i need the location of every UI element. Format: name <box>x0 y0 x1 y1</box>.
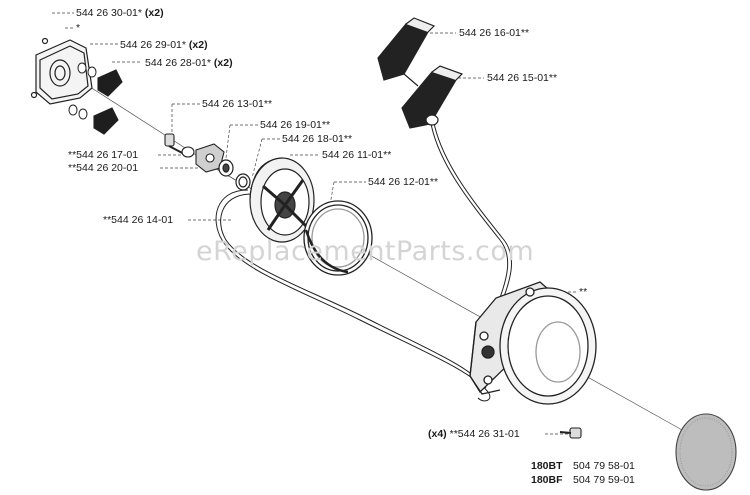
label-544-26-20-01: **544 26 20-01 <box>68 162 139 174</box>
spring-parts <box>218 159 251 191</box>
label-housing: ** <box>579 286 588 298</box>
label-544-26-18-01: 544 26 18-01** <box>282 133 353 145</box>
washers <box>68 62 97 120</box>
label-asterisk: * <box>76 22 81 34</box>
label-544-26-29-01: 544 26 29-01* (x2) <box>120 39 208 51</box>
label-544-26-28-01: 544 26 28-01* (x2) <box>145 57 233 69</box>
grip-pads <box>93 69 123 135</box>
watermark: eReplacementParts.com <box>196 236 535 267</box>
housing-screw <box>559 427 582 439</box>
label-544-26-11-01: 544 26 11-01** <box>322 149 392 161</box>
label-544-26-31-01: (x4) **544 26 31-01 <box>428 428 520 440</box>
pawl-parts <box>181 143 225 173</box>
recoil-spring <box>303 200 373 276</box>
screen-disc <box>675 413 737 491</box>
rope-pulley <box>249 157 315 243</box>
label-544-26-12-01: 544 26 12-01** <box>368 176 439 188</box>
label-544-26-19-01: 544 26 19-01** <box>260 119 331 131</box>
label-544-26-30-01: 544 26 30-01* (x2) <box>76 7 164 19</box>
label-544-26-15-01: 544 26 15-01** <box>487 72 558 84</box>
handle-grip-bottom <box>401 65 464 129</box>
label-544-26-13-01: 544 26 13-01** <box>202 98 273 110</box>
handle-cover <box>30 37 93 105</box>
starter-housing <box>469 281 597 405</box>
label-544-26-14-01: **544 26 14-01 <box>103 214 174 226</box>
leader-lines <box>52 12 576 435</box>
label-544-26-16-01: 544 26 16-01** <box>459 27 530 39</box>
handle-grip-top <box>377 17 436 87</box>
label-544-26-17-01: **544 26 17-01 <box>68 149 139 161</box>
